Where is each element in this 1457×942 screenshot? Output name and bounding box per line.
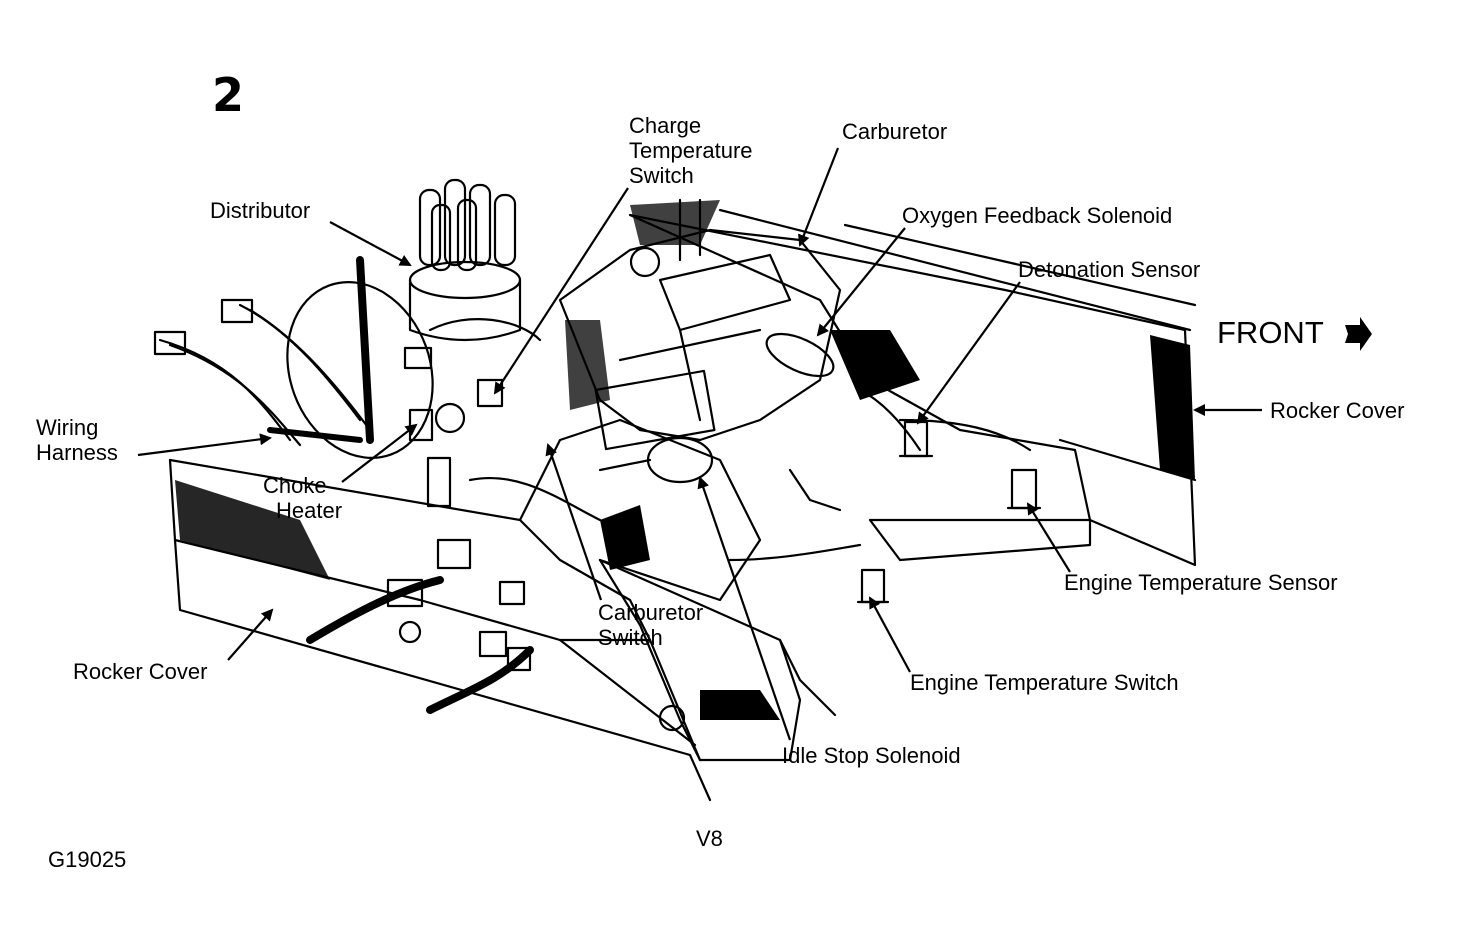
label-line: Carburetor xyxy=(598,600,704,625)
label-line: Switch xyxy=(598,625,663,650)
leader-rocker-cover-left xyxy=(227,608,274,661)
engine-temperature-sensor-shape xyxy=(1006,468,1042,510)
label-distributor: Distributor xyxy=(210,198,311,223)
front-arrow-icon xyxy=(1345,317,1372,351)
leader-detonation-sensor xyxy=(916,281,1021,425)
intake-manifold xyxy=(598,558,802,762)
leader-wiring-harness xyxy=(137,433,272,457)
leader-idle-stop-solenoid xyxy=(697,476,792,741)
label-engine-temperature-switch: Engine Temperature Switch xyxy=(910,670,1179,695)
label-line: Wiring xyxy=(36,415,99,440)
label-line: Choke xyxy=(263,473,327,498)
leader-charge-temperature-switch xyxy=(493,187,629,395)
leader-carburetor xyxy=(798,147,840,247)
label-line: Charge xyxy=(629,113,702,138)
leader-carburetor-switch xyxy=(545,443,603,601)
label-engine-temperature-sensor: Engine Temperature Sensor xyxy=(1064,570,1338,595)
label-rocker-cover-right: Rocker Cover xyxy=(1270,398,1405,423)
label-line: Harness xyxy=(36,440,118,465)
front-direction-label: FRONT xyxy=(1217,315,1324,350)
leader-oxygen-feedback-solenoid xyxy=(816,227,906,337)
label-idle-stop-solenoid: Idle Stop Solenoid xyxy=(782,743,961,768)
leader-engine-temperature-sensor xyxy=(1026,502,1071,573)
label-carburetor-switch: Carburetor Switch xyxy=(598,600,703,650)
left-rocker-cover xyxy=(168,458,712,802)
label-rocker-cover-left: Rocker Cover xyxy=(73,659,208,684)
figure-code: G19025 xyxy=(48,847,127,872)
figure-number: 2 xyxy=(212,68,245,122)
label-wiring-harness: Wiring Harness xyxy=(36,415,118,465)
detonation-sensor-shape xyxy=(898,420,934,458)
label-line: Heater xyxy=(276,498,343,523)
label-oxygen-feedback-solenoid: Oxygen Feedback Solenoid xyxy=(902,203,1173,228)
label-charge-temperature-switch: Charge Temperature Switch xyxy=(629,113,753,188)
leader-engine-temperature-switch xyxy=(869,596,911,673)
label-line: Switch xyxy=(629,163,694,188)
leader-choke-heater xyxy=(341,423,418,483)
label-choke-heater: Choke Heater xyxy=(263,473,342,523)
label-line: Temperature xyxy=(629,138,753,163)
engine-temperature-switch-shape xyxy=(856,568,890,604)
label-detonation-sensor: Detonation Sensor xyxy=(1018,257,1201,282)
figure-caption: V8 xyxy=(696,826,723,851)
carburetor-body xyxy=(558,228,842,442)
label-carburetor: Carburetor xyxy=(842,119,948,144)
distributor-shape xyxy=(408,178,522,342)
leader-distributor xyxy=(329,221,412,266)
